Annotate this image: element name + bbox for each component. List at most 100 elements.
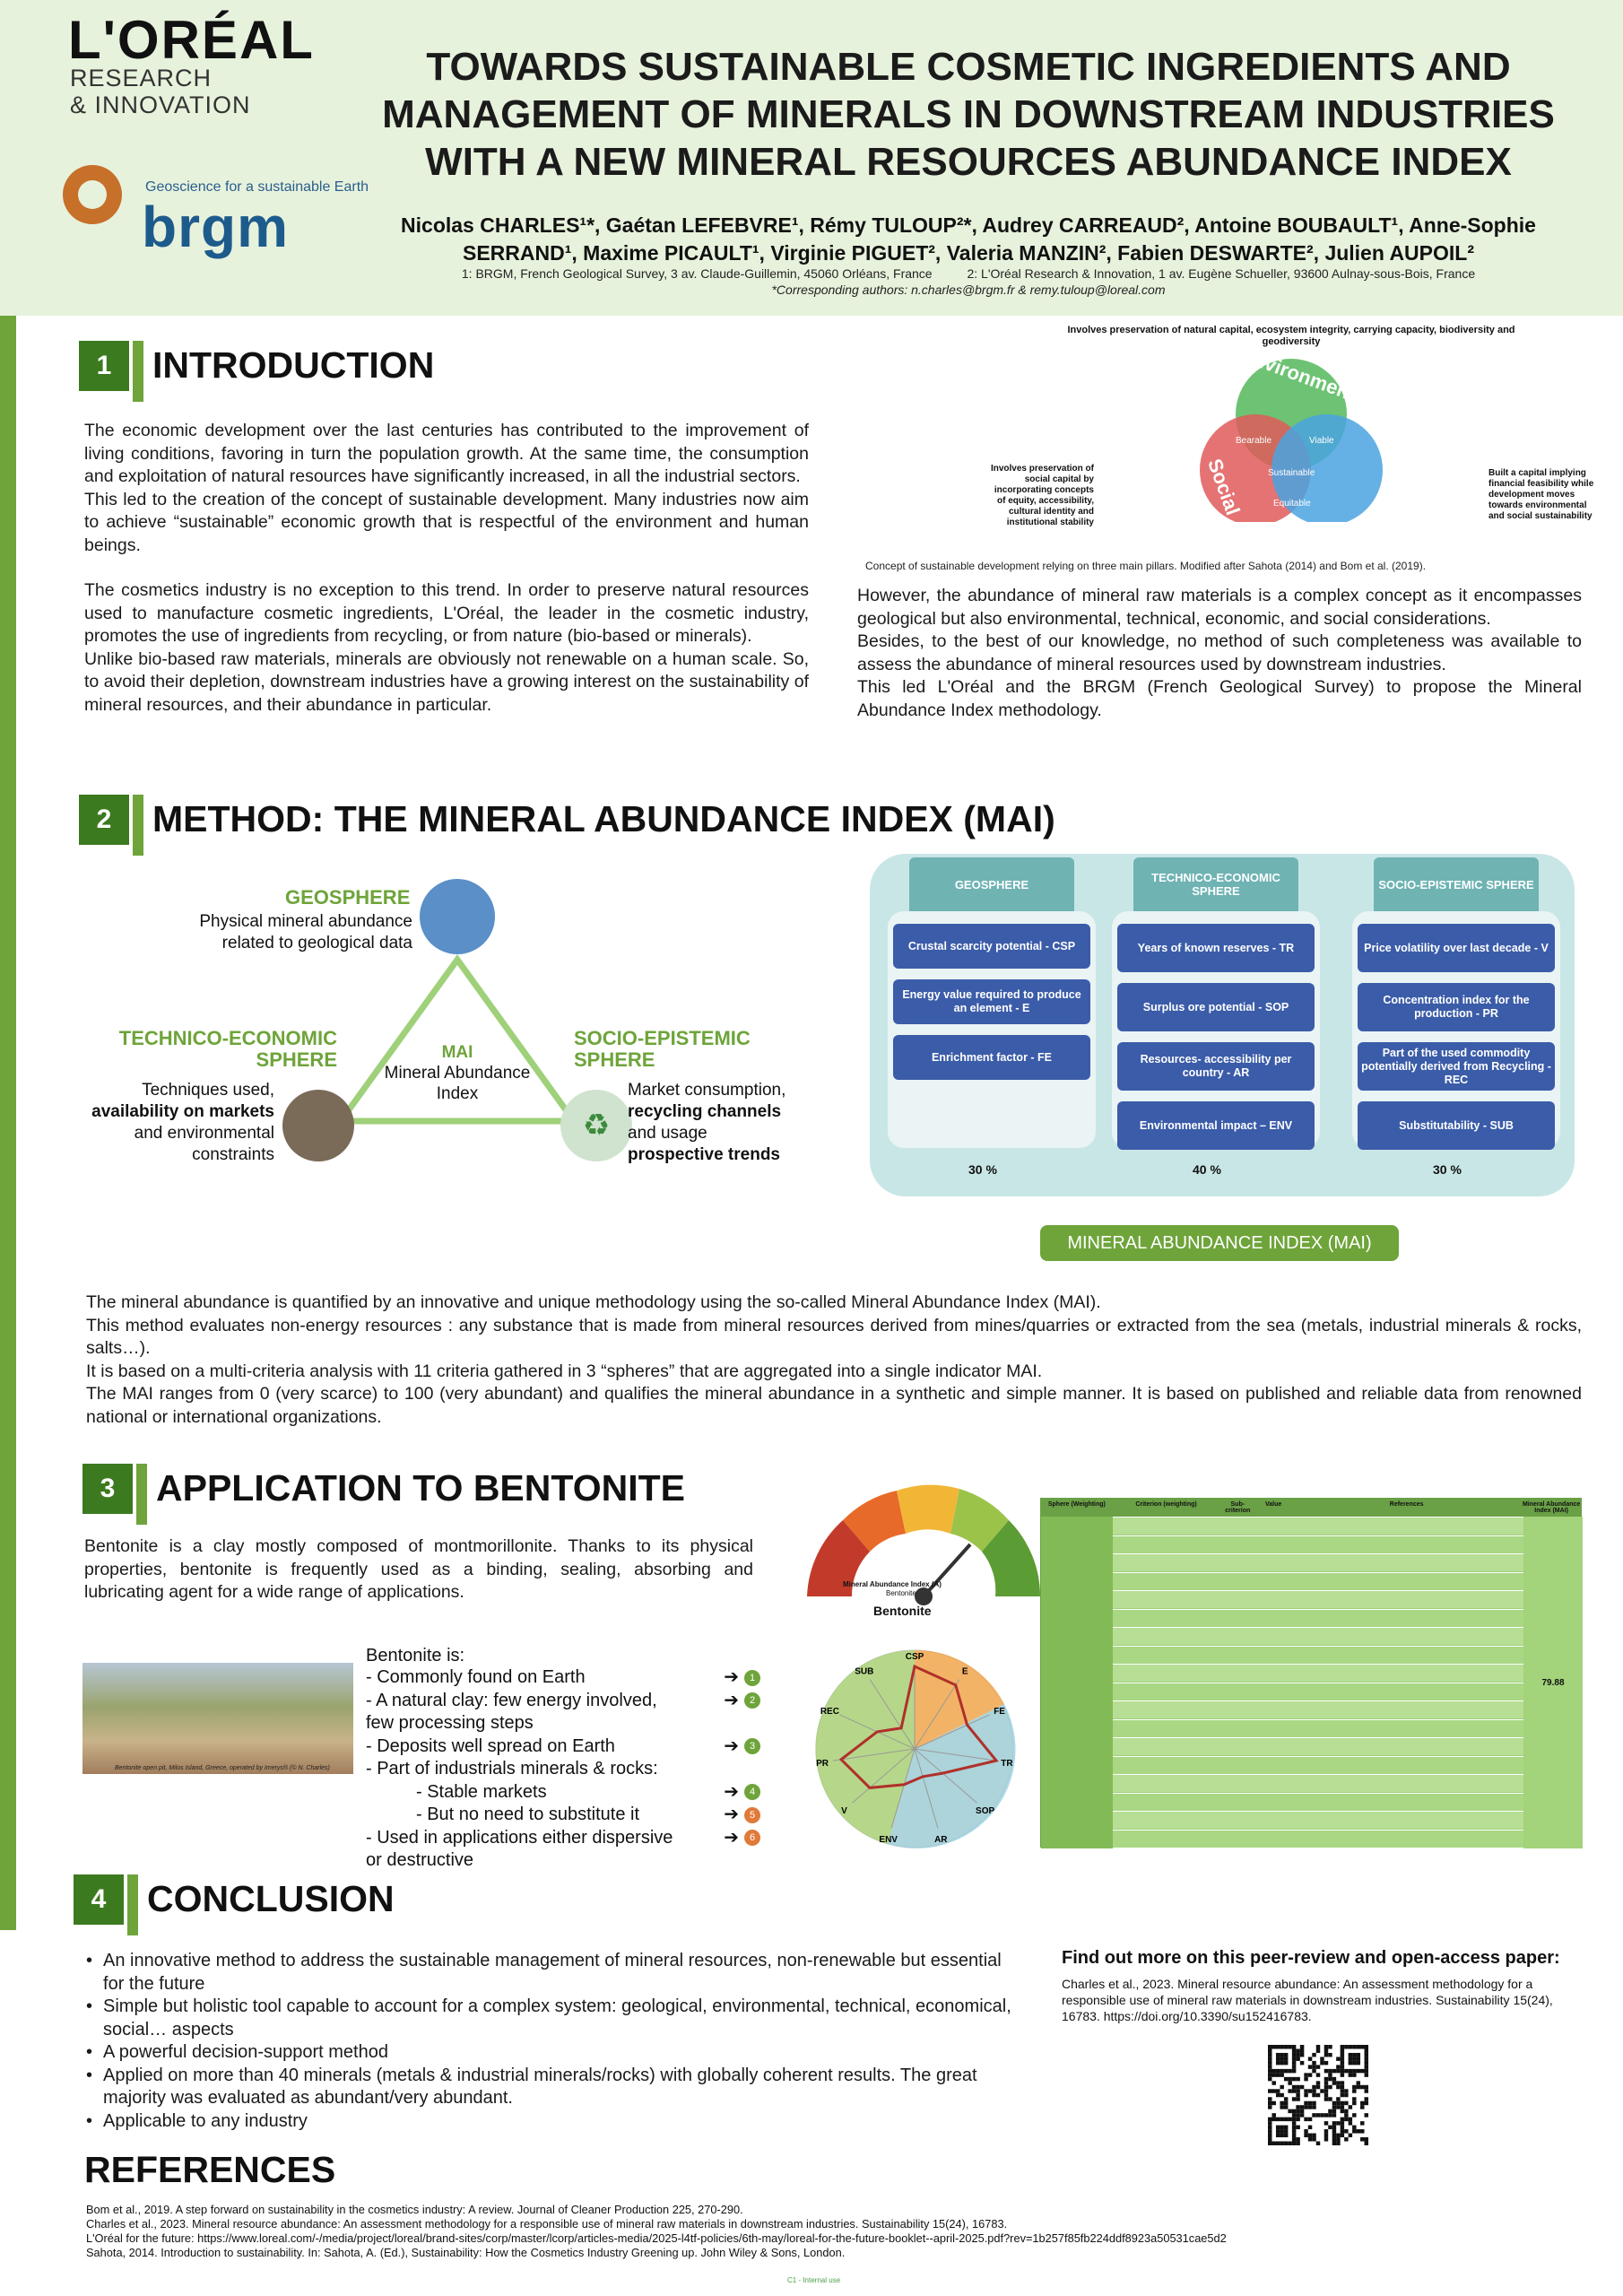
loreal-logo: L'ORÉAL	[68, 10, 315, 70]
mai-center-1: MAI	[441, 1043, 473, 1062]
authors-line-2: SERRAND¹, Maxime PICAULT¹, Virginie PIGU…	[463, 241, 1474, 265]
intro-left-text: The economic development over the last c…	[84, 420, 809, 717]
table-row	[1113, 1718, 1523, 1737]
authors: Nicolas CHARLES¹*, Gaétan LEFEBVRE¹, Rém…	[341, 212, 1596, 267]
gauge-title: Mineral Abundance Index (A)	[843, 1580, 942, 1588]
table-header-cell: Value	[1265, 1501, 1282, 1508]
table-row	[1113, 1535, 1523, 1553]
brgm-tagline: Geoscience for a sustainable Earth	[145, 179, 369, 195]
radar-axis	[890, 1748, 916, 1829]
table-row	[1113, 1608, 1523, 1627]
section-4-number: 4	[74, 1874, 124, 1925]
gauge-sub: Bentonite	[886, 1589, 916, 1597]
radar-axis	[914, 1679, 960, 1750]
section-1-bar	[133, 341, 143, 402]
venn-top-text: Involves preservation of natural capital…	[1067, 325, 1515, 347]
table-row	[1113, 1829, 1523, 1848]
venn-left-text: Involves preservation of social capital …	[990, 464, 1094, 527]
header-band	[0, 0, 1623, 316]
table-header-cell: Sub-criterion	[1225, 1501, 1251, 1514]
section-2-bar	[133, 795, 143, 856]
sphere-weight-1: 40 %	[1193, 1162, 1221, 1177]
table-row	[1113, 1774, 1523, 1792]
venn-bearable: Bearable	[1236, 436, 1272, 446]
conclusion-item: •Simple but holistic tool capable to acc…	[86, 1996, 1011, 2039]
left-accent-bar	[0, 316, 16, 1930]
reference-1: Bom et al., 2019. A step forward on sust…	[86, 2203, 743, 2216]
bentonite-photo	[82, 1663, 353, 1774]
radar-axis	[914, 1748, 977, 1804]
affiliations: 1: BRGM, French Geological Survey, 3 av.…	[341, 265, 1596, 298]
criterion-0-2: Enrichment factor - FE	[893, 1035, 1090, 1080]
bentonite-item-marker: ➔6	[724, 1827, 760, 1873]
table-row	[1113, 1682, 1523, 1700]
socio-title-2: SPHERE	[574, 1048, 655, 1071]
method-p4: The MAI ranges from 0 (very scarce) to 1…	[86, 1384, 1582, 1427]
intro-p4: Unlike bio-based raw materials, minerals…	[84, 648, 809, 715]
method-text: The mineral abundance is quantified by a…	[86, 1292, 1582, 1429]
mining-machine-icon	[282, 1090, 354, 1161]
bentonite-item-text: - Used in applications either dispersive…	[366, 1827, 673, 1871]
radar-axis-label: E	[962, 1667, 968, 1677]
qr-code[interactable]	[1268, 2045, 1368, 2145]
socio-txt-4: prospective trends	[628, 1145, 780, 1164]
bentonite-item-text: - Stable markets	[416, 1781, 547, 1802]
bentonite-item-marker: ➔2	[724, 1690, 760, 1735]
bentonite-item-text: - Part of industrials minerals & rocks:	[366, 1759, 658, 1779]
title-line-2: MANAGEMENT OF MINERALS IN DOWNSTREAM IND…	[382, 92, 1555, 136]
bentonite-item: - But no need to substitute it➔5	[366, 1804, 760, 1827]
geo-txt-2: related to geological data	[221, 934, 412, 952]
method-p2: This method evaluates non-energy resourc…	[86, 1315, 1582, 1359]
table-row	[1113, 1700, 1523, 1718]
techno-title-1: TECHNICO-ECONOMIC	[118, 1027, 337, 1049]
intro-r1: However, the abundance of mineral raw ma…	[857, 586, 1582, 629]
radar-axis	[832, 1748, 916, 1761]
intro-p2: This led to the creation of the concept …	[84, 489, 809, 555]
intro-p3: The cosmetics industry is no exception t…	[84, 580, 809, 646]
criterion-0-1: Energy value required to produce an elem…	[893, 979, 1090, 1024]
techno-title-2: SPHERE	[256, 1048, 337, 1071]
brgm-logo-icon	[63, 165, 122, 224]
sphere-weight-0: 30 %	[968, 1162, 997, 1177]
criterion-1-3: Environmental impact – ENV	[1117, 1101, 1315, 1150]
section-2-title: METHOD: THE MINERAL ABUNDANCE INDEX (MAI…	[152, 798, 1055, 839]
triangle-lines: ♻	[282, 879, 632, 1161]
radar-axis-label: ENV	[879, 1835, 898, 1845]
radar-title: Bentonite	[873, 1604, 932, 1618]
sphere-header-1: TECHNICO-ECONOMIC SPHERE	[1133, 857, 1298, 911]
section-1-title: INTRODUCTION	[152, 344, 435, 386]
intro-right-text: However, the abundance of mineral raw ma…	[857, 585, 1582, 722]
venn-sustainable: Sustainable	[1268, 468, 1315, 478]
table-header-cell: Sphere (Weighting)	[1047, 1501, 1106, 1508]
reference-2: Charles et al., 2023. Mineral resource a…	[86, 2217, 1008, 2231]
conclusion-item: •An innovative method to address the sus…	[86, 1951, 1002, 1994]
references-list: Bom et al., 2019. A step forward on sust…	[86, 2203, 1593, 2260]
venn-caption: Concept of sustainable development relyi…	[865, 560, 1427, 572]
conclusion-item: •Applicable to any industry	[86, 2110, 308, 2131]
radar-axis	[914, 1714, 990, 1750]
radar-axis-label: REC	[820, 1707, 839, 1717]
geosphere-text: Physical mineral abundance related to ge…	[143, 911, 412, 954]
conclusion-list: •An innovative method to address the sus…	[86, 1950, 1019, 2133]
table-sphere-col	[1041, 1517, 1113, 1848]
bentonite-table: Sphere (Weighting)Criterion (weighting)S…	[1040, 1498, 1583, 1848]
section-3-bar	[136, 1464, 147, 1525]
mai-triangle-diagram: ♻ GEOSPHERE Physical mineral abundance r…	[90, 879, 825, 1184]
radar-axis-label: FE	[994, 1707, 1005, 1717]
bentonite-item-marker: ➔5	[724, 1804, 760, 1827]
corresponding-authors: *Corresponding authors: n.charles@brgm.f…	[771, 283, 1166, 297]
sphere-header-0: GEOSPHERE	[909, 857, 1074, 911]
bentonite-item-text: - Commonly found on Earth	[366, 1667, 586, 1687]
bentonite-list: - Commonly found on Earth➔1- A natural c…	[366, 1666, 760, 1873]
sphere-weight-2: 30 %	[1433, 1162, 1462, 1177]
socio-title-1: SOCIO-EPISTEMIC	[574, 1027, 751, 1049]
venn-circles	[1200, 359, 1383, 522]
techno-txt-4: constraints	[192, 1145, 274, 1164]
section-2-number: 2	[79, 795, 129, 845]
venn-viable: Viable	[1309, 436, 1334, 446]
svg-text:♻: ♻	[583, 1108, 610, 1144]
table-row	[1113, 1792, 1523, 1811]
table-header-cell: References	[1389, 1501, 1424, 1508]
table-row	[1113, 1517, 1523, 1535]
